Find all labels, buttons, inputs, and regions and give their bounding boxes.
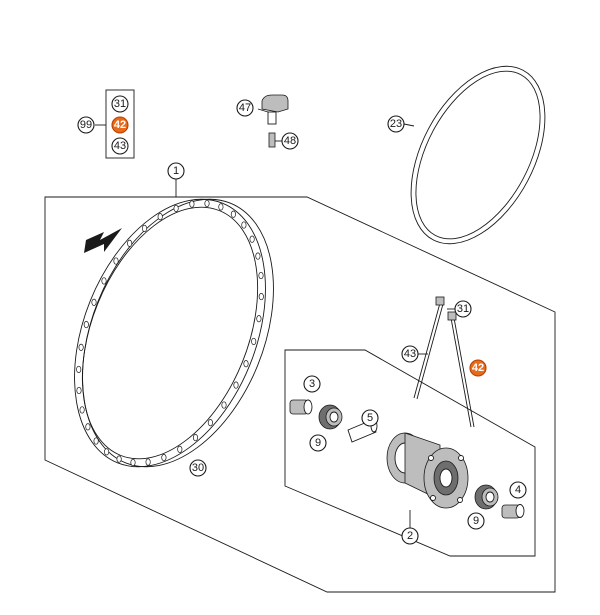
- valve-part: [257, 94, 289, 148]
- callout-42-spoke[interactable]: 42: [469, 359, 487, 377]
- svg-text:3: 3: [309, 378, 315, 390]
- rim-spoke-hole: [173, 204, 179, 212]
- rim-spoke-hole: [157, 213, 163, 221]
- svg-text:31: 31: [457, 303, 469, 315]
- rim-spoke-hole: [241, 221, 247, 229]
- callout-4[interactable]: 4: [509, 481, 527, 499]
- rim-band-part: [403, 65, 546, 245]
- svg-text:9: 9: [315, 437, 321, 449]
- rim-spoke-hole: [141, 224, 148, 232]
- callout-99[interactable]: 99: [77, 116, 95, 134]
- rim-spoke-hole: [207, 419, 213, 427]
- rim-spoke-hole: [85, 423, 91, 431]
- svg-text:99: 99: [80, 119, 92, 131]
- rotation-direction-arrow-icon: [84, 228, 122, 253]
- svg-text:42: 42: [114, 119, 126, 131]
- rim-spoke-hole: [256, 315, 262, 323]
- callout-48[interactable]: 48: [281, 132, 299, 150]
- rim-spoke-hole: [189, 200, 195, 208]
- spacer-part-left: [289, 399, 313, 415]
- rim-spoke-hole: [104, 448, 110, 456]
- rim-spoke-hole: [204, 199, 210, 208]
- callout-9-right[interactable]: 9: [467, 512, 485, 530]
- rim-spoke-hole: [258, 271, 264, 280]
- callout-30[interactable]: 30: [189, 459, 207, 477]
- svg-text:43: 43: [114, 140, 126, 152]
- rim-spoke-hole: [113, 257, 119, 265]
- rim-spoke-hole: [255, 252, 261, 260]
- callout-47[interactable]: 47: [236, 99, 254, 117]
- svg-text:31: 31: [114, 98, 126, 110]
- rim-spoke-hole: [177, 445, 183, 453]
- rim-spoke-hole: [251, 337, 257, 345]
- rim-spoke-hole: [258, 293, 264, 301]
- callout-3[interactable]: 3: [303, 375, 321, 393]
- rim-spoke-holes: [76, 199, 264, 467]
- svg-text:9: 9: [473, 515, 479, 527]
- spacer-part-right: [501, 504, 525, 519]
- bearing-part-left: [318, 404, 343, 430]
- rim-spoke-hole: [116, 455, 122, 463]
- rim-spoke-hole: [145, 458, 151, 466]
- callout-31-kit[interactable]: 31: [111, 95, 129, 113]
- rim-spoke-hole: [221, 401, 227, 409]
- bearing-part-right: [474, 484, 499, 510]
- rim-spoke-hole: [161, 454, 167, 462]
- hub-subframe: [284, 349, 536, 557]
- rim-spoke-hole: [218, 203, 224, 211]
- svg-text:23: 23: [390, 118, 402, 130]
- spokes-part: [413, 296, 475, 428]
- callout-9-left[interactable]: 9: [309, 434, 327, 452]
- svg-text:48: 48: [284, 135, 296, 147]
- svg-text:2: 2: [407, 530, 413, 542]
- rim-spoke-hole: [192, 434, 199, 442]
- svg-text:30: 30: [192, 462, 204, 474]
- svg-text:43: 43: [404, 348, 416, 360]
- callout-43-kit[interactable]: 43: [111, 137, 129, 155]
- svg-text:4: 4: [515, 484, 521, 496]
- callout-23[interactable]: 23: [387, 115, 405, 133]
- rim-spoke-hole: [78, 343, 84, 351]
- callout-43-spoke[interactable]: 43: [401, 345, 419, 363]
- rim-spoke-hole: [243, 360, 249, 368]
- kit-bracket: [95, 89, 135, 159]
- rim-spoke-hole: [76, 386, 82, 395]
- callout-31-spoke[interactable]: 31: [454, 300, 472, 318]
- svg-text:47: 47: [239, 102, 251, 114]
- rim-spoke-hole: [127, 239, 133, 247]
- callout-5[interactable]: 5: [361, 409, 379, 427]
- rim-spoke-hole: [91, 298, 97, 306]
- rim-spoke-hole: [130, 458, 136, 467]
- callout-2[interactable]: 2: [401, 527, 419, 545]
- callout-42-kit[interactable]: 42: [111, 116, 129, 134]
- svg-text:5: 5: [367, 412, 373, 424]
- hub-part: [386, 432, 469, 528]
- rim-part: [74, 198, 274, 468]
- rim-spoke-hole: [101, 277, 107, 285]
- rim-spoke-hole: [93, 437, 99, 445]
- svg-text:1: 1: [173, 165, 179, 177]
- rim-spoke-hole: [79, 406, 85, 414]
- rim-spoke-hole: [230, 210, 236, 218]
- rim-spoke-hole: [233, 381, 239, 389]
- svg-text:42: 42: [472, 362, 484, 374]
- rim-spoke-hole: [76, 365, 82, 373]
- callout-1[interactable]: 1: [167, 162, 185, 180]
- rim-spoke-hole: [249, 235, 255, 243]
- rim-spoke-hole: [83, 321, 89, 329]
- assembly-frame: [44, 179, 556, 593]
